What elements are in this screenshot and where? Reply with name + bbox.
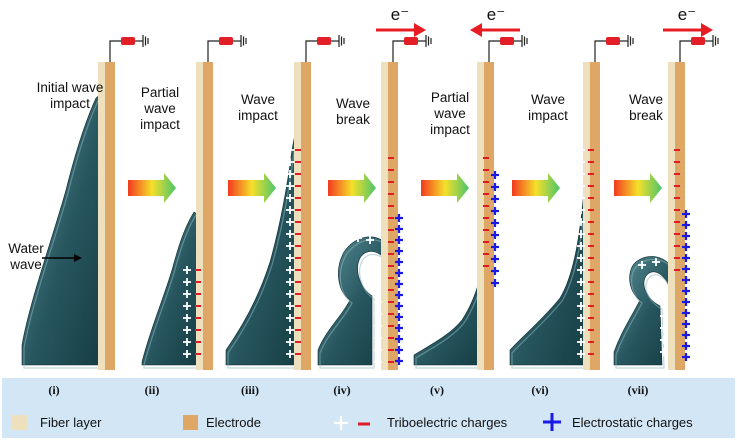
legend-fiber-swatch xyxy=(12,415,27,430)
load-resistor xyxy=(121,37,135,45)
panel-title-5: Partial wave impact xyxy=(430,90,470,137)
device-5 xyxy=(477,35,528,370)
panel-title-6: Wave impact xyxy=(528,92,568,123)
transition-arrow-6 xyxy=(614,173,662,203)
electron-flow-5: e⁻ xyxy=(470,5,520,37)
water-waves xyxy=(21,91,675,369)
panel-title-3: Wave impact xyxy=(238,92,278,123)
panel-number-1: (i) xyxy=(48,383,60,397)
load-resistor xyxy=(606,37,620,45)
wave-4 xyxy=(317,236,389,366)
legend-triboelectric-symbols xyxy=(334,416,370,430)
electrode xyxy=(203,62,213,370)
electron-arrow-head xyxy=(414,23,426,37)
wave-5 xyxy=(413,269,483,366)
device-6 xyxy=(583,35,634,370)
legend-fiber-label: Fiber layer xyxy=(40,415,102,430)
transition-arrow-1 xyxy=(128,173,176,203)
lead-wire xyxy=(594,40,606,62)
fiber-layer xyxy=(196,62,203,370)
load-resistor xyxy=(219,37,233,45)
panel-title-4: Wave break xyxy=(335,96,370,127)
charges xyxy=(183,146,690,366)
panel-number-2: (ii) xyxy=(144,383,160,397)
legend-electrode-label: Electrode xyxy=(206,415,261,430)
load-resistor xyxy=(691,37,705,45)
legend-electrostatic-label: Electrostatic charges xyxy=(572,415,693,430)
legend-triboelectric-label: Triboelectric charges xyxy=(387,415,508,430)
electron-flow-4: e⁻ xyxy=(376,5,426,37)
fiber-layer xyxy=(668,62,675,370)
panel-number-7: (vii) xyxy=(627,383,649,397)
wave-foam-4 xyxy=(319,239,391,369)
water-wave-label: Water wave xyxy=(8,241,44,272)
wave-7 xyxy=(613,256,673,366)
panel-number-4: (iv) xyxy=(333,383,351,397)
panel-number-3: (iii) xyxy=(241,383,259,397)
load-resistor xyxy=(500,37,514,45)
wave-6 xyxy=(509,111,589,366)
device-4 xyxy=(381,35,432,370)
legend-panel xyxy=(2,378,735,438)
transition-arrow-2 xyxy=(228,173,276,203)
electrode xyxy=(675,62,685,370)
lead-wire xyxy=(392,40,404,62)
electrode xyxy=(301,62,311,370)
legend-electrostatic-symbol xyxy=(543,413,561,431)
electron-label: e⁻ xyxy=(487,5,505,24)
wave-1 xyxy=(21,91,104,366)
device-1 xyxy=(98,35,149,370)
fiber-layer xyxy=(294,62,301,370)
fiber-layer xyxy=(477,62,484,370)
electron-arrow-head xyxy=(470,23,482,37)
lead-wire xyxy=(305,40,317,62)
transition-arrow-4 xyxy=(421,173,469,203)
device-3 xyxy=(294,35,345,370)
fiber-layer xyxy=(98,62,105,370)
device-7 xyxy=(668,35,719,370)
load-resistor xyxy=(317,37,331,45)
electrode xyxy=(105,62,115,370)
load-resistor xyxy=(404,37,418,45)
electrode xyxy=(484,62,494,370)
wave-foam-1 xyxy=(23,93,106,369)
lead-wire xyxy=(679,40,691,62)
electron-flow-7: e⁻ xyxy=(663,5,713,37)
transition-arrow-3 xyxy=(328,173,376,203)
lead-wire xyxy=(207,40,219,62)
panel-title-2: Partial wave impact xyxy=(140,85,180,132)
transition-arrow-5 xyxy=(512,173,560,203)
panel-number-6: (vi) xyxy=(531,383,549,397)
lead-wire xyxy=(109,40,121,62)
fiber-layer xyxy=(583,62,590,370)
wave-3 xyxy=(225,123,300,366)
electron-label: e⁻ xyxy=(678,5,696,24)
electron-label: e⁻ xyxy=(391,5,409,24)
devices xyxy=(98,35,719,370)
lead-wire xyxy=(488,40,500,62)
electron-arrow-head xyxy=(701,23,713,37)
wave-foam-2 xyxy=(143,214,200,369)
panel-title-1: Initial wave impact xyxy=(36,80,104,111)
electrode xyxy=(388,62,398,370)
electrode xyxy=(590,62,600,370)
device-2 xyxy=(196,35,247,370)
electron-flow: e⁻ e⁻ e⁻ xyxy=(376,5,713,37)
panel-title-7: Wave break xyxy=(628,92,663,123)
water-wave-pointer xyxy=(42,254,82,262)
legend-electrode-swatch xyxy=(183,415,198,430)
panel-number-5: (v) xyxy=(430,383,444,397)
fiber-layer xyxy=(381,62,388,370)
transition-arrows xyxy=(128,173,662,203)
